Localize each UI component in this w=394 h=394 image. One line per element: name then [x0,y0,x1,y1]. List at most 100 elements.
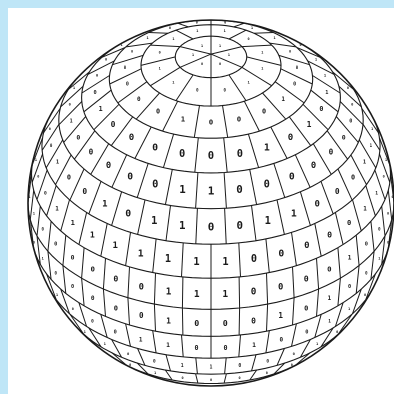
binary-digit-glyph: 0 [342,133,346,141]
binary-digit-glyph: 1 [56,293,58,297]
binary-digit-glyph: 0 [126,82,129,88]
meridian-segment [79,213,87,245]
meridian-segment [229,30,246,39]
binary-digit-glyph: 1 [55,206,59,212]
binary-digit-glyph: 1 [196,29,198,33]
meridian-segment [154,304,155,331]
binary-digit-glyph: 1 [172,37,174,41]
binary-digit-glyph: 0 [238,363,241,369]
binary-digit-glyph: 0 [237,219,244,232]
meridian-segment [70,314,84,334]
meridian-segment [149,33,168,34]
binary-digit-glyph: 0 [129,363,131,367]
meridian-segment [182,335,184,357]
meridian-segment [366,186,376,216]
binary-digit-glyph: 1 [42,256,44,260]
binary-digit-glyph: 1 [172,81,175,85]
binary-digit-glyph: 0 [72,307,74,311]
binary-digit-glyph: 0 [278,282,283,292]
binary-digit-glyph: 0 [279,337,283,344]
meridian-segment [239,243,241,277]
binary-digit-glyph: 0 [237,115,241,124]
meridian-segment [211,47,242,55]
binary-digit-glyph: 1 [316,342,318,346]
binary-digit-glyph: 0 [349,119,352,125]
binary-digit-glyph: 0 [289,50,291,54]
meridian-segment [196,374,198,383]
meridian-segment [239,308,240,335]
binary-digit-glyph: 0 [293,351,296,356]
binary-digit-glyph: 1 [261,51,263,55]
binary-digit-glyph: 0 [93,90,96,96]
meridian-segment [371,251,374,279]
binary-digit-glyph: 0 [336,330,338,334]
meridian-segment [239,335,241,357]
binary-digit-glyph: 0 [49,127,51,131]
binary-digit-glyph: 1 [104,342,106,346]
meridian-segment [64,117,86,143]
binary-digit-glyph: 0 [327,265,331,274]
meridian-segment [271,127,287,159]
binary-digit-glyph: 0 [152,143,158,154]
binary-digit-glyph: 1 [201,44,203,48]
meridian-segment [150,67,180,85]
meridian-segment [126,232,131,265]
binary-digit-glyph: 0 [82,187,87,196]
meridian-segment [61,200,70,231]
binary-digit-glyph: 0 [96,73,99,78]
meridian-segment [248,134,258,168]
binary-digit-glyph: 0 [33,241,35,245]
binary-digit-glyph: 1 [291,209,297,220]
binary-digit-glyph: 0 [304,274,309,284]
meridian-segment [239,277,240,308]
binary-digit-glyph: 0 [348,284,351,290]
binary-digit-glyph: 0 [266,359,269,365]
meridian-segment [292,324,297,347]
meridian-segment [196,358,198,374]
binary-digit-glyph: 0 [378,226,381,231]
meridian-segment [32,138,42,165]
meridian-segment [180,47,211,55]
meridian-segment [224,138,228,173]
binary-digit-glyph: 1 [210,365,213,371]
meridian-segment [281,69,313,84]
binary-digit-glyph: 0 [41,226,44,231]
binary-digit-glyph: 0 [76,133,80,141]
binary-digit-glyph: 1 [84,330,86,334]
meridian-segment [277,200,284,235]
binary-digit-glyph: 0 [196,88,199,93]
binary-digit-glyph: 0 [71,253,75,261]
binary-digit-glyph: 0 [251,254,257,265]
binary-digit-glyph: 0 [91,319,94,325]
binary-digit-glyph: 0 [364,293,366,297]
binary-digit-glyph: 0 [114,304,118,312]
binary-digit-glyph: 0 [248,37,250,41]
binary-digit-glyph: 0 [347,218,351,227]
binary-digit-glyph: 1 [159,67,161,71]
binary-digit-glyph: 1 [192,53,194,57]
meridian-segment [182,277,183,308]
binary-digit-glyph: 0 [314,200,319,210]
binary-digit-glyph: 0 [194,344,198,352]
binary-digit-glyph: 0 [223,88,226,93]
meridian-segment [338,314,352,334]
meridian-segment [244,101,259,131]
binary-digit-glyph: 1 [348,253,352,261]
meridian-segment [229,75,246,101]
binary-digit-glyph: 0 [210,378,212,382]
binary-digit-glyph: 0 [383,175,385,179]
binary-digit-glyph: 0 [296,65,299,70]
binary-digit-glyph: 1 [181,363,184,369]
binary-digit-glyph: 0 [71,284,74,290]
illustration-panel: 0 1 0 0 0 0 0 1 1 0 0 1 1 0 0 0 1 0 1 0 0 0 1 1 0 0 1 0 0 1 1 0 0 1 0 0 0 0 0 1… [8,8,394,394]
meridian-segment [336,117,358,143]
binary-digit-glyph: 0 [293,82,296,88]
meridian-segment [315,224,321,257]
meridian-segment [247,57,281,66]
binary-digit-glyph: 0 [169,26,171,30]
binary-digit-glyph: 0 [91,295,95,302]
binary-digit-glyph: 1 [208,185,215,198]
meridian-segment [126,324,131,347]
binary-digit-glyph: 1 [385,158,387,162]
binary-digit-glyph: 1 [224,29,226,33]
